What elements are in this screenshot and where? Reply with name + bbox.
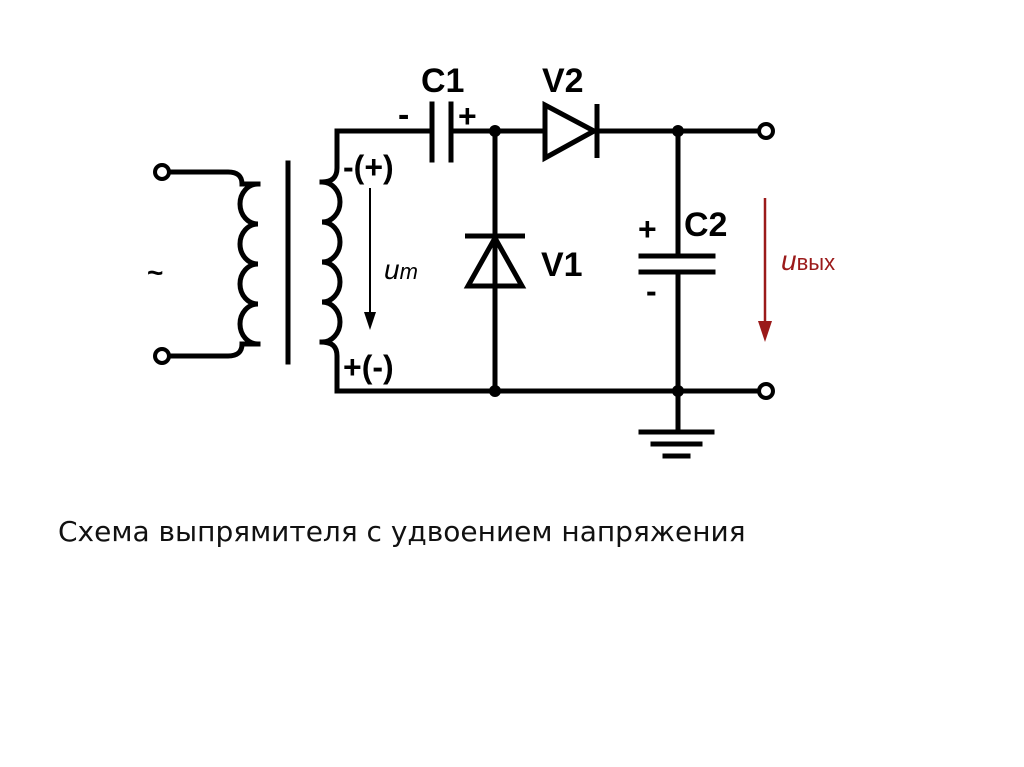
terminal-input-bottom (153, 347, 171, 365)
diode-v1 (463, 232, 527, 289)
c1-plus-label: + (458, 98, 477, 134)
junction-dot (489, 385, 501, 397)
winding-top-polarity: -(+) (343, 149, 394, 185)
ut-label: uт (384, 254, 418, 285)
junction-dot (489, 125, 501, 137)
primary-lead-bottom (163, 341, 245, 359)
primary-coil (237, 181, 261, 347)
figure-caption: Схема выпрямителя с удвоением напряжения (58, 515, 746, 548)
c2-minus-label: - (646, 273, 657, 309)
ut-arrow (364, 188, 376, 330)
c2-plus-label: + (638, 211, 657, 247)
junction-dot (672, 125, 684, 137)
terminal-input-top (153, 163, 171, 181)
diode-v2 (542, 100, 600, 163)
v2-label: V2 (542, 62, 584, 100)
terminal-output-top (757, 122, 775, 140)
uout-label: uвых (781, 245, 835, 276)
secondary-coil (319, 179, 343, 345)
c2-label: C2 (684, 206, 727, 244)
v1-label: V1 (541, 246, 583, 284)
primary-lead-top (163, 169, 245, 187)
junction-dot (672, 385, 684, 397)
source-symbol: ~ (147, 257, 163, 288)
terminal-output-bottom (757, 382, 775, 400)
winding-bottom-polarity: +(-) (343, 349, 394, 385)
wire-secondary-top (319, 128, 431, 185)
c1-label: C1 (421, 62, 464, 100)
c1-minus-label: - (398, 96, 409, 134)
wire-secondary-bottom (319, 339, 768, 394)
uout-arrow (758, 198, 772, 342)
